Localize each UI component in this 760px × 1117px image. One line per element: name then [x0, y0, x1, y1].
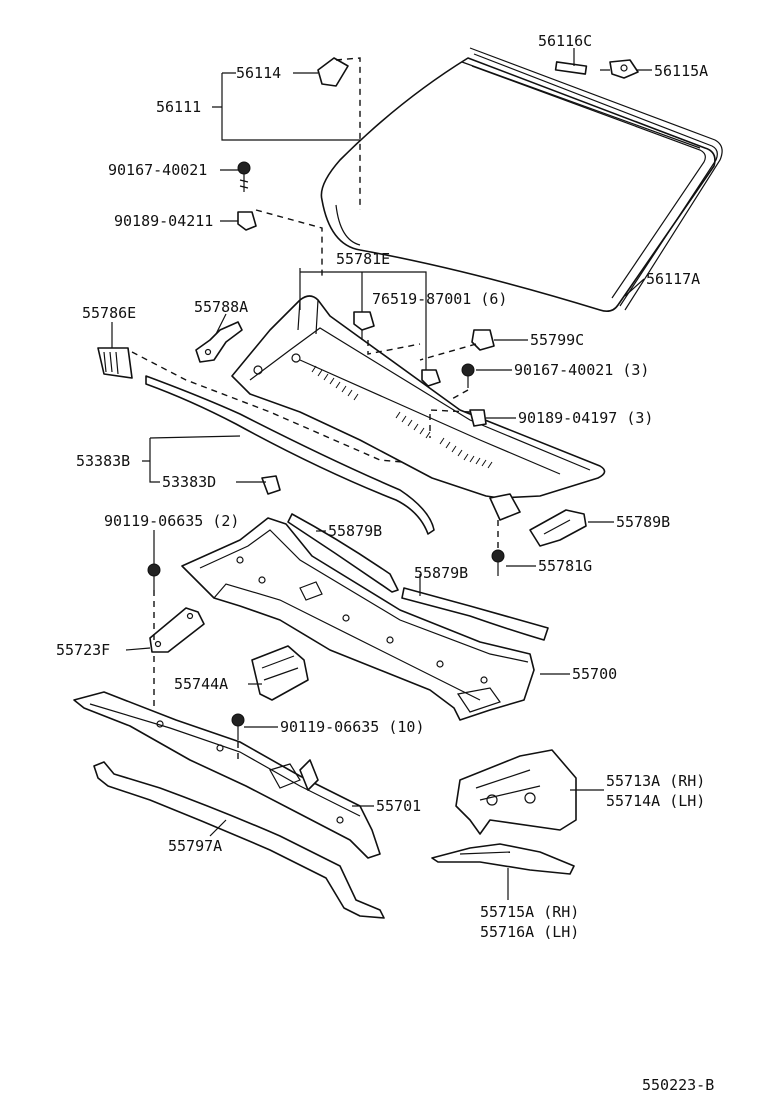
fastener-90167-40021 — [237, 161, 251, 192]
bracket-55788A — [195, 321, 243, 363]
label-55786E: 55786E — [82, 304, 136, 322]
fastener-90167-40021-x3 — [461, 363, 475, 388]
windshield-glass — [320, 57, 716, 312]
label-55879B-upper: 55879B — [328, 522, 382, 540]
label-90119-06635-x10: 90119-06635 (10) — [280, 718, 425, 736]
label-53383D: 53383D — [162, 473, 216, 491]
label-55713A-rh: 55713A (RH) — [606, 772, 705, 790]
fastener-55781G — [491, 549, 505, 576]
clip-76519-87001-b — [421, 369, 441, 387]
label-90167-40021: 90167-40021 — [108, 161, 207, 179]
label-56115A: 56115A — [654, 62, 708, 80]
part-56116C — [554, 61, 588, 75]
part-labels: 56116C 56115A 56114 56111 90167-40021 90… — [56, 32, 714, 1094]
clip-90189-04197-x3 — [469, 409, 487, 427]
leader-lines — [111, 48, 652, 900]
label-90119-06635-x2: 90119-06635 (2) — [104, 512, 239, 530]
clip-55799C — [471, 329, 495, 351]
seal-55879B-b — [401, 587, 549, 641]
label-55744A: 55744A — [174, 675, 228, 693]
label-55700: 55700 — [572, 665, 617, 683]
label-55788A: 55788A — [194, 298, 248, 316]
pad-55786E — [97, 347, 133, 379]
windshield-weatherstrip — [469, 47, 723, 311]
label-56116C: 56116C — [538, 32, 592, 50]
label-55716A-lh: 55716A (LH) — [480, 923, 579, 941]
label-55789B: 55789B — [616, 513, 670, 531]
fastener-90119-06635-x2 — [147, 563, 161, 590]
label-55723F: 55723F — [56, 641, 110, 659]
seal-53383B — [145, 375, 435, 535]
label-53383B: 53383B — [76, 452, 130, 470]
label-76519-87001: 76519-87001 (6) — [372, 290, 507, 308]
clip-90189-04211 — [237, 211, 257, 231]
cowl-panel — [181, 517, 535, 721]
clip-53383D — [261, 475, 281, 495]
bracket-55723F — [149, 607, 205, 653]
label-55701: 55701 — [376, 797, 421, 815]
label-56117A: 56117A — [646, 270, 700, 288]
label-56111: 56111 — [156, 98, 201, 116]
bracket-55713A-55714A — [455, 749, 577, 835]
label-90167-40021-x3: 90167-40021 (3) — [514, 361, 649, 379]
figure-id: 550223-B — [642, 1076, 714, 1094]
label-90189-04211: 90189-04211 — [114, 212, 213, 230]
label-55879B-lower: 55879B — [414, 564, 468, 582]
lower-cowl — [73, 691, 381, 859]
part-56114 — [317, 57, 349, 87]
bracket-55744A — [251, 645, 309, 701]
cowl-top-vent — [231, 295, 606, 521]
bracket-55715A-55716A — [431, 843, 575, 875]
seal-55879B-a — [287, 513, 399, 593]
part-56115A — [609, 59, 639, 79]
bracket-55789B — [529, 509, 587, 547]
label-56114: 56114 — [236, 64, 281, 82]
seal-55797A — [93, 761, 385, 919]
clip-76519-87001 — [353, 311, 375, 340]
label-55799C: 55799C — [530, 331, 584, 349]
label-55714A-lh: 55714A (LH) — [606, 792, 705, 810]
vent-grille — [311, 365, 493, 469]
label-55781G: 55781G — [538, 557, 592, 575]
label-55715A-rh: 55715A (RH) — [480, 903, 579, 921]
label-90189-04197-x3: 90189-04197 (3) — [518, 409, 653, 427]
label-55797A: 55797A — [168, 837, 222, 855]
fastener-90119-06635-x10 — [231, 713, 245, 740]
label-55781E: 55781E — [336, 250, 390, 268]
